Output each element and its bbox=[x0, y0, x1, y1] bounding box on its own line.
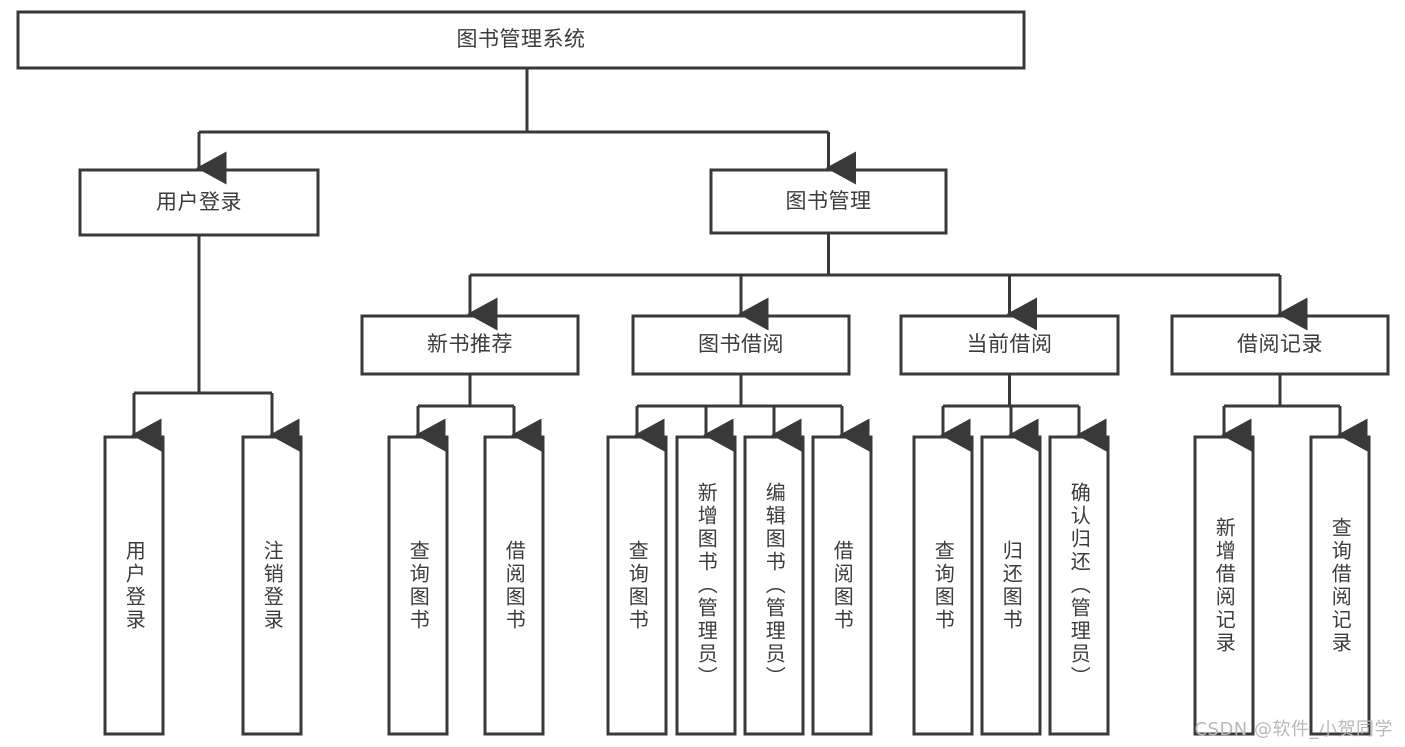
node-box-book-manage bbox=[709, 168, 948, 235]
node-box-new-book-recommend bbox=[360, 314, 580, 376]
node-box-leaf-return-book bbox=[980, 435, 1042, 736]
node-box-leaf-logout bbox=[241, 435, 303, 736]
node-box-leaf-borrow-book bbox=[811, 435, 873, 736]
connector-edges-layer bbox=[131, 68, 1368, 452]
node-box-leaf-confirm-return-admin bbox=[1048, 435, 1110, 736]
node-box-user-login bbox=[78, 168, 320, 237]
node-box-current-borrow bbox=[899, 314, 1120, 376]
node-box-leaf-add-book-admin bbox=[675, 435, 737, 736]
node-box-leaf-query-book-current bbox=[912, 435, 974, 736]
node-box-leaf-add-borrow-record bbox=[1193, 435, 1255, 736]
node-box-leaf-user-login bbox=[103, 435, 165, 736]
node-box-book-borrow bbox=[631, 314, 851, 376]
node-box-leaf-borrow-book-rec bbox=[483, 435, 545, 736]
node-box-leaf-query-book-borrow bbox=[606, 435, 668, 736]
node-box-leaf-query-book-rec bbox=[387, 435, 449, 736]
node-boxes-layer bbox=[16, 10, 1390, 736]
node-box-leaf-query-borrow-record bbox=[1309, 435, 1371, 736]
node-box-root bbox=[16, 10, 1026, 70]
node-box-borrow-record bbox=[1170, 314, 1390, 376]
csdn-watermark: CSDN @软件_小贺同学 bbox=[1194, 719, 1393, 740]
node-box-leaf-edit-book-admin bbox=[743, 435, 805, 736]
